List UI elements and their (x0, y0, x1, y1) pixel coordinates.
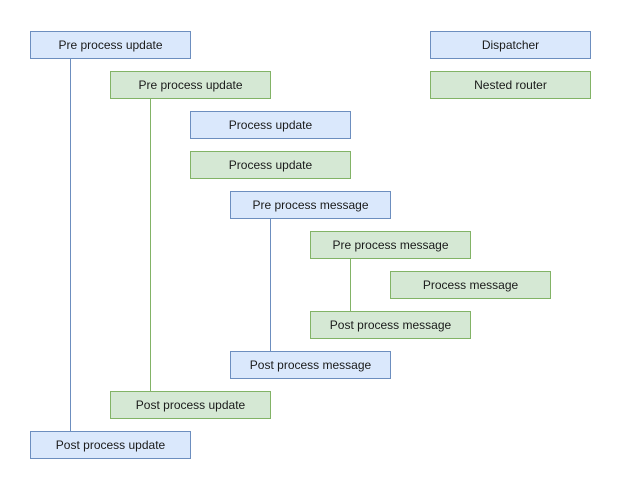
node-process-update-nested[interactable]: Process update (190, 151, 351, 179)
node-post-process-message-dispatcher[interactable]: Post process message (230, 351, 391, 379)
node-process-update-dispatcher[interactable]: Process update (190, 111, 351, 139)
node-pre-process-update-nested[interactable]: Pre process update (110, 71, 271, 99)
node-post-process-message-nested[interactable]: Post process message (310, 311, 471, 339)
node-pre-process-message-dispatcher[interactable]: Pre process message (230, 191, 391, 219)
connector-pre-process-message-to-post-process-message (270, 219, 271, 351)
legend-item-dispatcher: Dispatcher (430, 31, 591, 59)
node-process-message-nested[interactable]: Process message (390, 271, 551, 299)
node-post-process-update-dispatcher[interactable]: Post process update (30, 431, 191, 459)
node-pre-process-update-dispatcher[interactable]: Pre process update (30, 31, 191, 59)
connector-pre-process-update-to-post-process-update (150, 99, 151, 391)
connector-pre-process-message-to-post-process-message (350, 259, 351, 311)
legend-item-nested-router: Nested router (430, 71, 591, 99)
node-pre-process-message-nested[interactable]: Pre process message (310, 231, 471, 259)
connector-pre-process-update-to-post-process-update (70, 59, 71, 431)
node-post-process-update-nested[interactable]: Post process update (110, 391, 271, 419)
